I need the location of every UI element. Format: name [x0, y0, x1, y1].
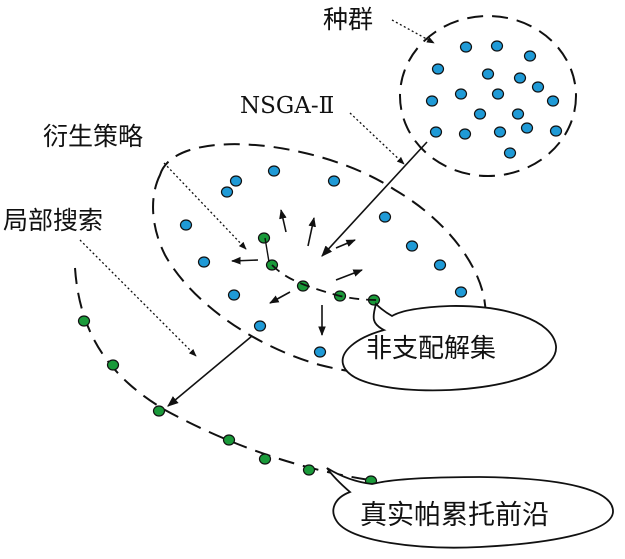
- nondominated-point: [257, 232, 271, 244]
- label-local-search: 局部搜索: [3, 206, 103, 235]
- population-point: [511, 108, 525, 120]
- population-point: [405, 240, 419, 252]
- true-front-callout: [326, 467, 614, 549]
- population-point: [454, 286, 468, 298]
- front-point: [222, 434, 236, 446]
- population-point: [313, 346, 327, 358]
- population-point: [179, 219, 193, 231]
- front-point: [152, 405, 166, 417]
- label-nsga: NSGA-Ⅱ: [240, 93, 334, 119]
- population-point: [490, 40, 504, 52]
- population-point: [378, 211, 392, 223]
- population-point: [433, 259, 447, 271]
- front-point: [77, 315, 91, 327]
- label-population: 种群: [323, 5, 373, 34]
- population-point: [431, 63, 445, 75]
- population-point: [454, 88, 468, 100]
- population-point: [531, 81, 545, 93]
- search-region-ellipse: [152, 143, 487, 377]
- population-point: [253, 320, 267, 332]
- population-point: [493, 126, 507, 138]
- population-point: [523, 50, 537, 62]
- label-pointers: [79, 19, 435, 357]
- population-point: [549, 125, 563, 137]
- nondominated-callout: [341, 302, 557, 392]
- population-point: [429, 126, 443, 138]
- front-point: [258, 453, 272, 465]
- population-point: [327, 175, 341, 187]
- local-search-arrow: [167, 335, 253, 407]
- nsga-arrow: [321, 141, 428, 257]
- population-point: [220, 186, 234, 198]
- population-ellipse: [399, 15, 577, 177]
- population-point: [425, 95, 439, 107]
- population-point: [491, 88, 505, 100]
- population-point: [520, 122, 534, 134]
- population-point: [503, 147, 517, 159]
- population-point: [546, 95, 560, 107]
- population-point: [481, 68, 495, 80]
- population-point: [458, 128, 472, 140]
- population-points: [179, 40, 563, 358]
- label-nondominated: 非支配解集: [366, 334, 496, 364]
- population-point: [267, 165, 281, 177]
- population-point: [227, 289, 241, 301]
- population-point: [513, 72, 527, 84]
- pareto-front-points: [77, 315, 378, 487]
- population-point: [459, 41, 473, 53]
- label-true-front: 真实帕累托前沿: [360, 500, 549, 531]
- nondominated-chain: [271, 264, 379, 301]
- derivation-arrows: [231, 209, 363, 336]
- true-pareto-front-curve: [74, 267, 371, 481]
- population-point: [473, 108, 487, 120]
- population-point: [197, 256, 211, 268]
- front-point: [106, 359, 120, 371]
- population-point: [229, 175, 243, 187]
- label-derivation: 衍生策略: [43, 122, 143, 151]
- front-point: [302, 464, 316, 476]
